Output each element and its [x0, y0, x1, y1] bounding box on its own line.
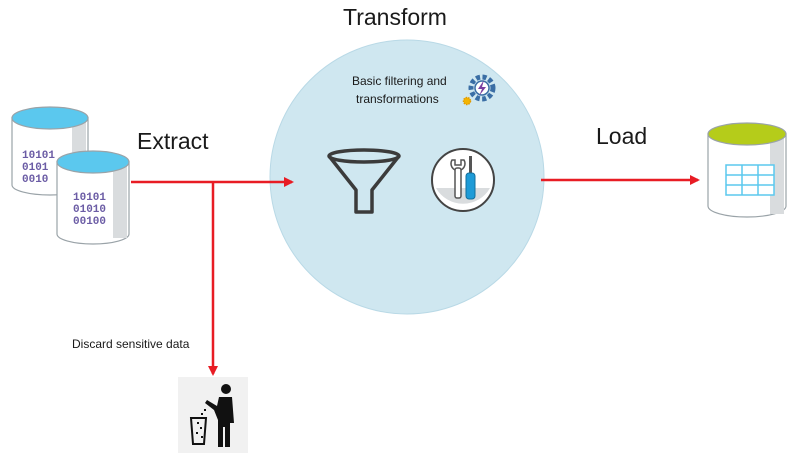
trash-icon [178, 377, 248, 453]
tools-icon [431, 148, 495, 212]
db-binary-line: 10101 [22, 150, 55, 162]
db-binary-line: 00100 [73, 216, 106, 228]
db-binary-line: 10101 [73, 192, 106, 204]
load-label: Load [596, 123, 648, 149]
db-binary-line: 0101 [22, 162, 49, 174]
transform-title: Transform [343, 4, 447, 30]
gear-icon [462, 74, 496, 106]
extract-label: Extract [137, 128, 209, 154]
transform-circle [269, 39, 545, 315]
filtering-note-line1: Basic filtering and [352, 74, 447, 88]
db-binary-line: 0010 [22, 174, 48, 186]
filtering-note-line2: transformations [356, 92, 439, 106]
db-binary-line: 01010 [73, 204, 106, 216]
funnel-icon [327, 148, 401, 214]
database-icon: 10101 01010 00100 [56, 150, 130, 245]
table-database-icon [707, 122, 787, 218]
discard-note: Discard sensitive data [72, 337, 190, 351]
